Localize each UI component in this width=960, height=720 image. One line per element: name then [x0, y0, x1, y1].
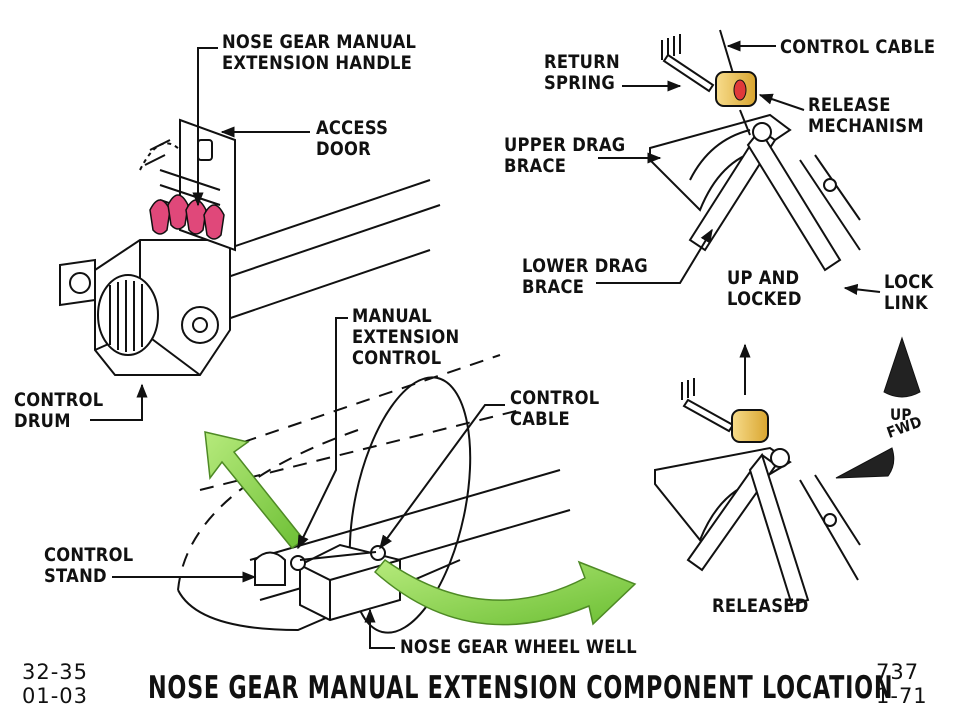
- release-mechanism-bottom: [731, 409, 769, 443]
- control-drum-label: CONTROL DRUM: [14, 389, 104, 432]
- upper-drag-brace-label: UPPER DRAG BRACE: [504, 134, 626, 177]
- nose-gear-manual-extension-handle-label: NOSE GEAR MANUAL EXTENSION HANDLE: [222, 31, 417, 74]
- leader-lines: [90, 40, 881, 649]
- up-orientation-cone: [883, 336, 921, 398]
- release-mechanism-top: [715, 71, 757, 107]
- lock-link-label: LOCK LINK: [884, 271, 934, 314]
- drag-brace-released: [654, 350, 861, 607]
- green-flow-arrows: [204, 431, 637, 626]
- control-cable-lower-label: CONTROL CABLE: [510, 387, 600, 430]
- control-cable-upper-label: CONTROL CABLE: [780, 36, 936, 58]
- access-door-label: ACCESS DOOR: [316, 117, 389, 160]
- manual-extension-control-label: MANUAL EXTENSION CONTROL: [352, 305, 460, 369]
- page-code: 32-35 01-03: [22, 660, 89, 708]
- return-spring-label: RETURN SPRING: [544, 51, 620, 94]
- up-orientation-label: UP: [890, 405, 912, 424]
- fuselage-cutaway: [177, 354, 571, 634]
- control-stand-label: CONTROL STAND: [44, 544, 134, 587]
- model-code: 737 1-71: [876, 660, 928, 708]
- fwd-orientation-cone: [835, 447, 895, 479]
- released-label: RELEASED: [712, 595, 809, 617]
- manual-extension-handles: [149, 194, 225, 240]
- page-title: NOSE GEAR MANUAL EXTENSION COMPONENT LOC…: [148, 670, 894, 706]
- control-stand-illustration: [59, 118, 441, 376]
- lower-drag-brace-label: LOWER DRAG BRACE: [522, 255, 648, 298]
- drag-brace-up-locked: [649, 29, 861, 272]
- up-and-locked-label: UP AND LOCKED: [727, 267, 802, 310]
- nose-gear-wheel-well-label: NOSE GEAR WHEEL WELL: [400, 636, 637, 658]
- release-mechanism-label: RELEASE MECHANISM: [808, 94, 924, 137]
